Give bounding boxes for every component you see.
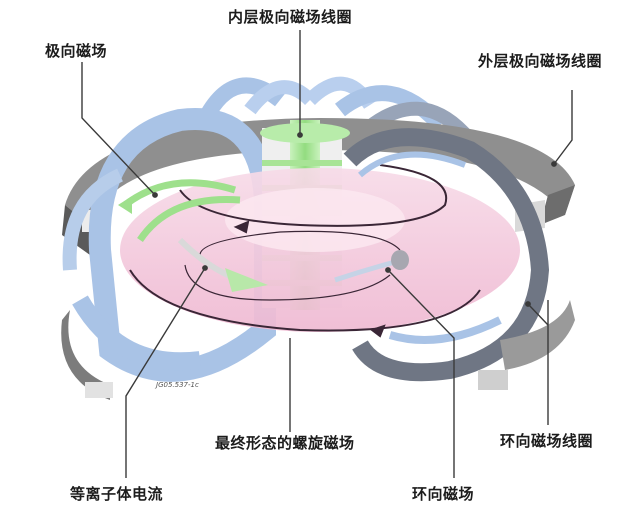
label-helical-field: 最终形态的螺旋磁场 [215, 434, 355, 452]
toroidal-field-arrow [334, 250, 409, 283]
label-outer-poloidal-coil: 外层极向磁场线圈 [478, 52, 603, 70]
plasma-torus [120, 168, 520, 332]
toroidal-coil-left [62, 108, 276, 382]
label-poloidal-field: 极向磁场 [45, 42, 108, 60]
poloidal-field-arrows [118, 179, 268, 292]
toroidal-coil-right [343, 128, 550, 382]
figure-code: JG05.537-1c [156, 381, 199, 389]
outer-poloidal-coil-lower [61, 300, 575, 400]
label-inner-poloidal-coil: 内层极向磁场线圈 [228, 8, 353, 26]
label-toroidal-coil: 环向磁场线圈 [500, 432, 594, 450]
label-plasma-current: 等离子体电流 [70, 485, 164, 503]
leader-lines [81, 30, 573, 478]
label-toroidal-field: 环向磁场 [412, 485, 475, 503]
